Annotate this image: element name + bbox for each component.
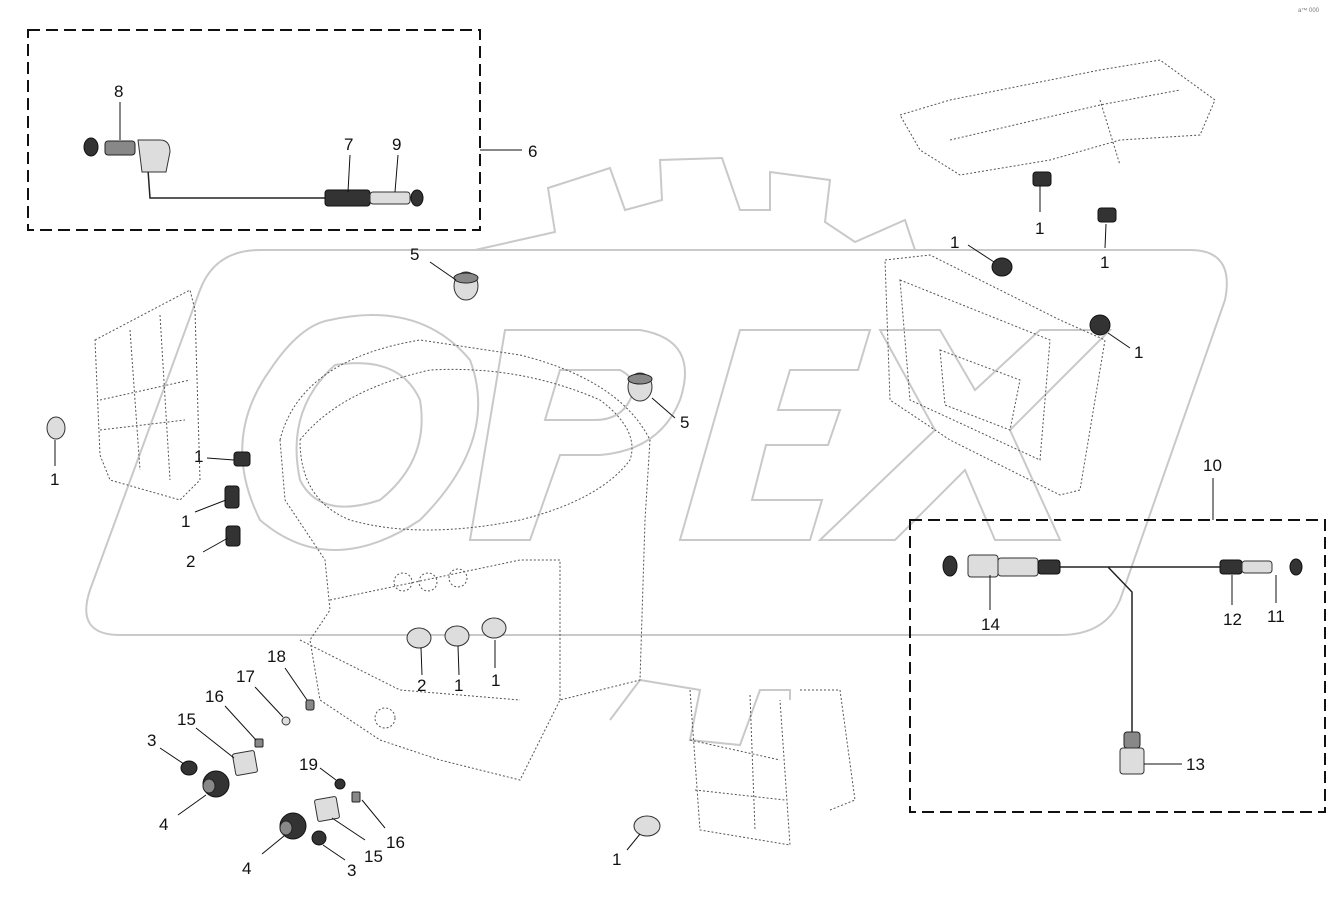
callout-11-group: 11 bbox=[1267, 575, 1285, 626]
part-4-socket-b: 4 bbox=[242, 812, 307, 878]
part-18-screw: 18 bbox=[267, 647, 315, 711]
light-2-bottom: 2 bbox=[406, 627, 432, 695]
machine-cab-body bbox=[279, 339, 651, 781]
callout-13: 13 bbox=[1186, 755, 1205, 774]
part-3-bulb-a: 3 bbox=[147, 731, 198, 776]
callout-1-boom-a: 1 bbox=[1035, 219, 1044, 238]
callout-18: 18 bbox=[267, 647, 286, 666]
light-1-boom-b: 1 bbox=[1097, 207, 1117, 272]
callout-3a: 3 bbox=[147, 731, 156, 750]
callout-1-panel-b: 1 bbox=[1134, 343, 1143, 362]
callout-1-panel-a: 1 bbox=[950, 233, 959, 252]
callout-15b: 15 bbox=[364, 847, 383, 866]
part-15-gasket-a: 15 bbox=[177, 710, 258, 776]
callout-11: 11 bbox=[1267, 607, 1285, 626]
callout-14-group: 14 bbox=[981, 575, 1000, 634]
callout-4b: 4 bbox=[242, 859, 251, 878]
lamp-5-mid: 5 bbox=[627, 372, 689, 432]
light-1-panel-b: 1 bbox=[1089, 314, 1143, 362]
callout-12: 12 bbox=[1223, 610, 1242, 629]
callout-9-group: 9 bbox=[392, 135, 401, 193]
light-1-left-upper: 1 bbox=[194, 447, 251, 467]
callout-1-bottom-a: 1 bbox=[454, 676, 463, 695]
part-3-bulb-b: 3 bbox=[311, 830, 356, 880]
callout-1-left-upper: 1 bbox=[194, 447, 203, 466]
light-2-left: 2 bbox=[186, 525, 241, 571]
machine-boom bbox=[899, 59, 1216, 176]
callout-2-bottom: 2 bbox=[417, 676, 426, 695]
callout-1-lower-ladder: 1 bbox=[612, 850, 621, 869]
machine-rear-panel bbox=[884, 254, 1106, 496]
callout-8: 8 bbox=[114, 82, 123, 101]
lamp-5-top: 5 bbox=[410, 245, 479, 301]
part-17-washer: 17 bbox=[236, 667, 291, 726]
callout-17: 17 bbox=[236, 667, 255, 686]
callout-5-mid: 5 bbox=[680, 413, 689, 432]
watermark-gear bbox=[474, 156, 916, 747]
callout-6: 6 bbox=[528, 142, 537, 161]
callout-8-group: 8 bbox=[114, 82, 123, 140]
callout-2-left: 2 bbox=[186, 552, 195, 571]
callout-3b: 3 bbox=[347, 861, 356, 880]
callout-1-bottom-b: 1 bbox=[491, 671, 500, 690]
watermark-opex bbox=[85, 249, 1228, 636]
callout-14: 14 bbox=[981, 615, 1000, 634]
light-1-boom-a: 1 bbox=[1032, 171, 1052, 238]
light-1-lower-ladder: 1 bbox=[612, 815, 661, 869]
light-1-left-mid: 1 bbox=[181, 485, 240, 531]
callout-16a: 16 bbox=[205, 687, 224, 706]
callout-10: 10 bbox=[1203, 456, 1222, 475]
group-6-harness bbox=[83, 137, 424, 207]
callout-5-top: 5 bbox=[410, 245, 419, 264]
part-4-socket-a: 4 bbox=[159, 770, 230, 834]
callout-12-group: 12 bbox=[1223, 575, 1242, 629]
callout-7-group: 7 bbox=[344, 135, 353, 193]
group-10-harness bbox=[942, 554, 1303, 775]
group-6-box: 6 bbox=[27, 29, 537, 231]
part-16-clip-b: 16 bbox=[351, 791, 405, 852]
callout-1-far-left: 1 bbox=[50, 470, 59, 489]
callout-1-boom-b: 1 bbox=[1100, 253, 1109, 272]
light-1-bottom-b: 1 bbox=[481, 617, 507, 690]
part-19-grommet: 19 bbox=[299, 755, 346, 790]
machine-frame-left bbox=[94, 289, 201, 501]
machine-ladder bbox=[689, 689, 856, 846]
light-1-far-left: 1 bbox=[46, 416, 66, 489]
group-10-box: 10 bbox=[909, 456, 1326, 813]
callout-13-group: 13 bbox=[1144, 755, 1205, 774]
callout-9: 9 bbox=[392, 135, 401, 154]
callout-19: 19 bbox=[299, 755, 318, 774]
callout-15a: 15 bbox=[177, 710, 196, 729]
part-15-gasket-b: 15 bbox=[314, 796, 383, 866]
callout-1-left-mid: 1 bbox=[181, 512, 190, 531]
light-1-bottom-a: 1 bbox=[444, 625, 470, 695]
part-16-clip-a: 16 bbox=[205, 687, 264, 748]
callout-7: 7 bbox=[344, 135, 353, 154]
light-1-panel-a: 1 bbox=[950, 233, 1013, 277]
callout-16b: 16 bbox=[386, 833, 405, 852]
corner-mark: a™ 000 bbox=[1298, 7, 1320, 14]
callout-4a: 4 bbox=[159, 815, 168, 834]
